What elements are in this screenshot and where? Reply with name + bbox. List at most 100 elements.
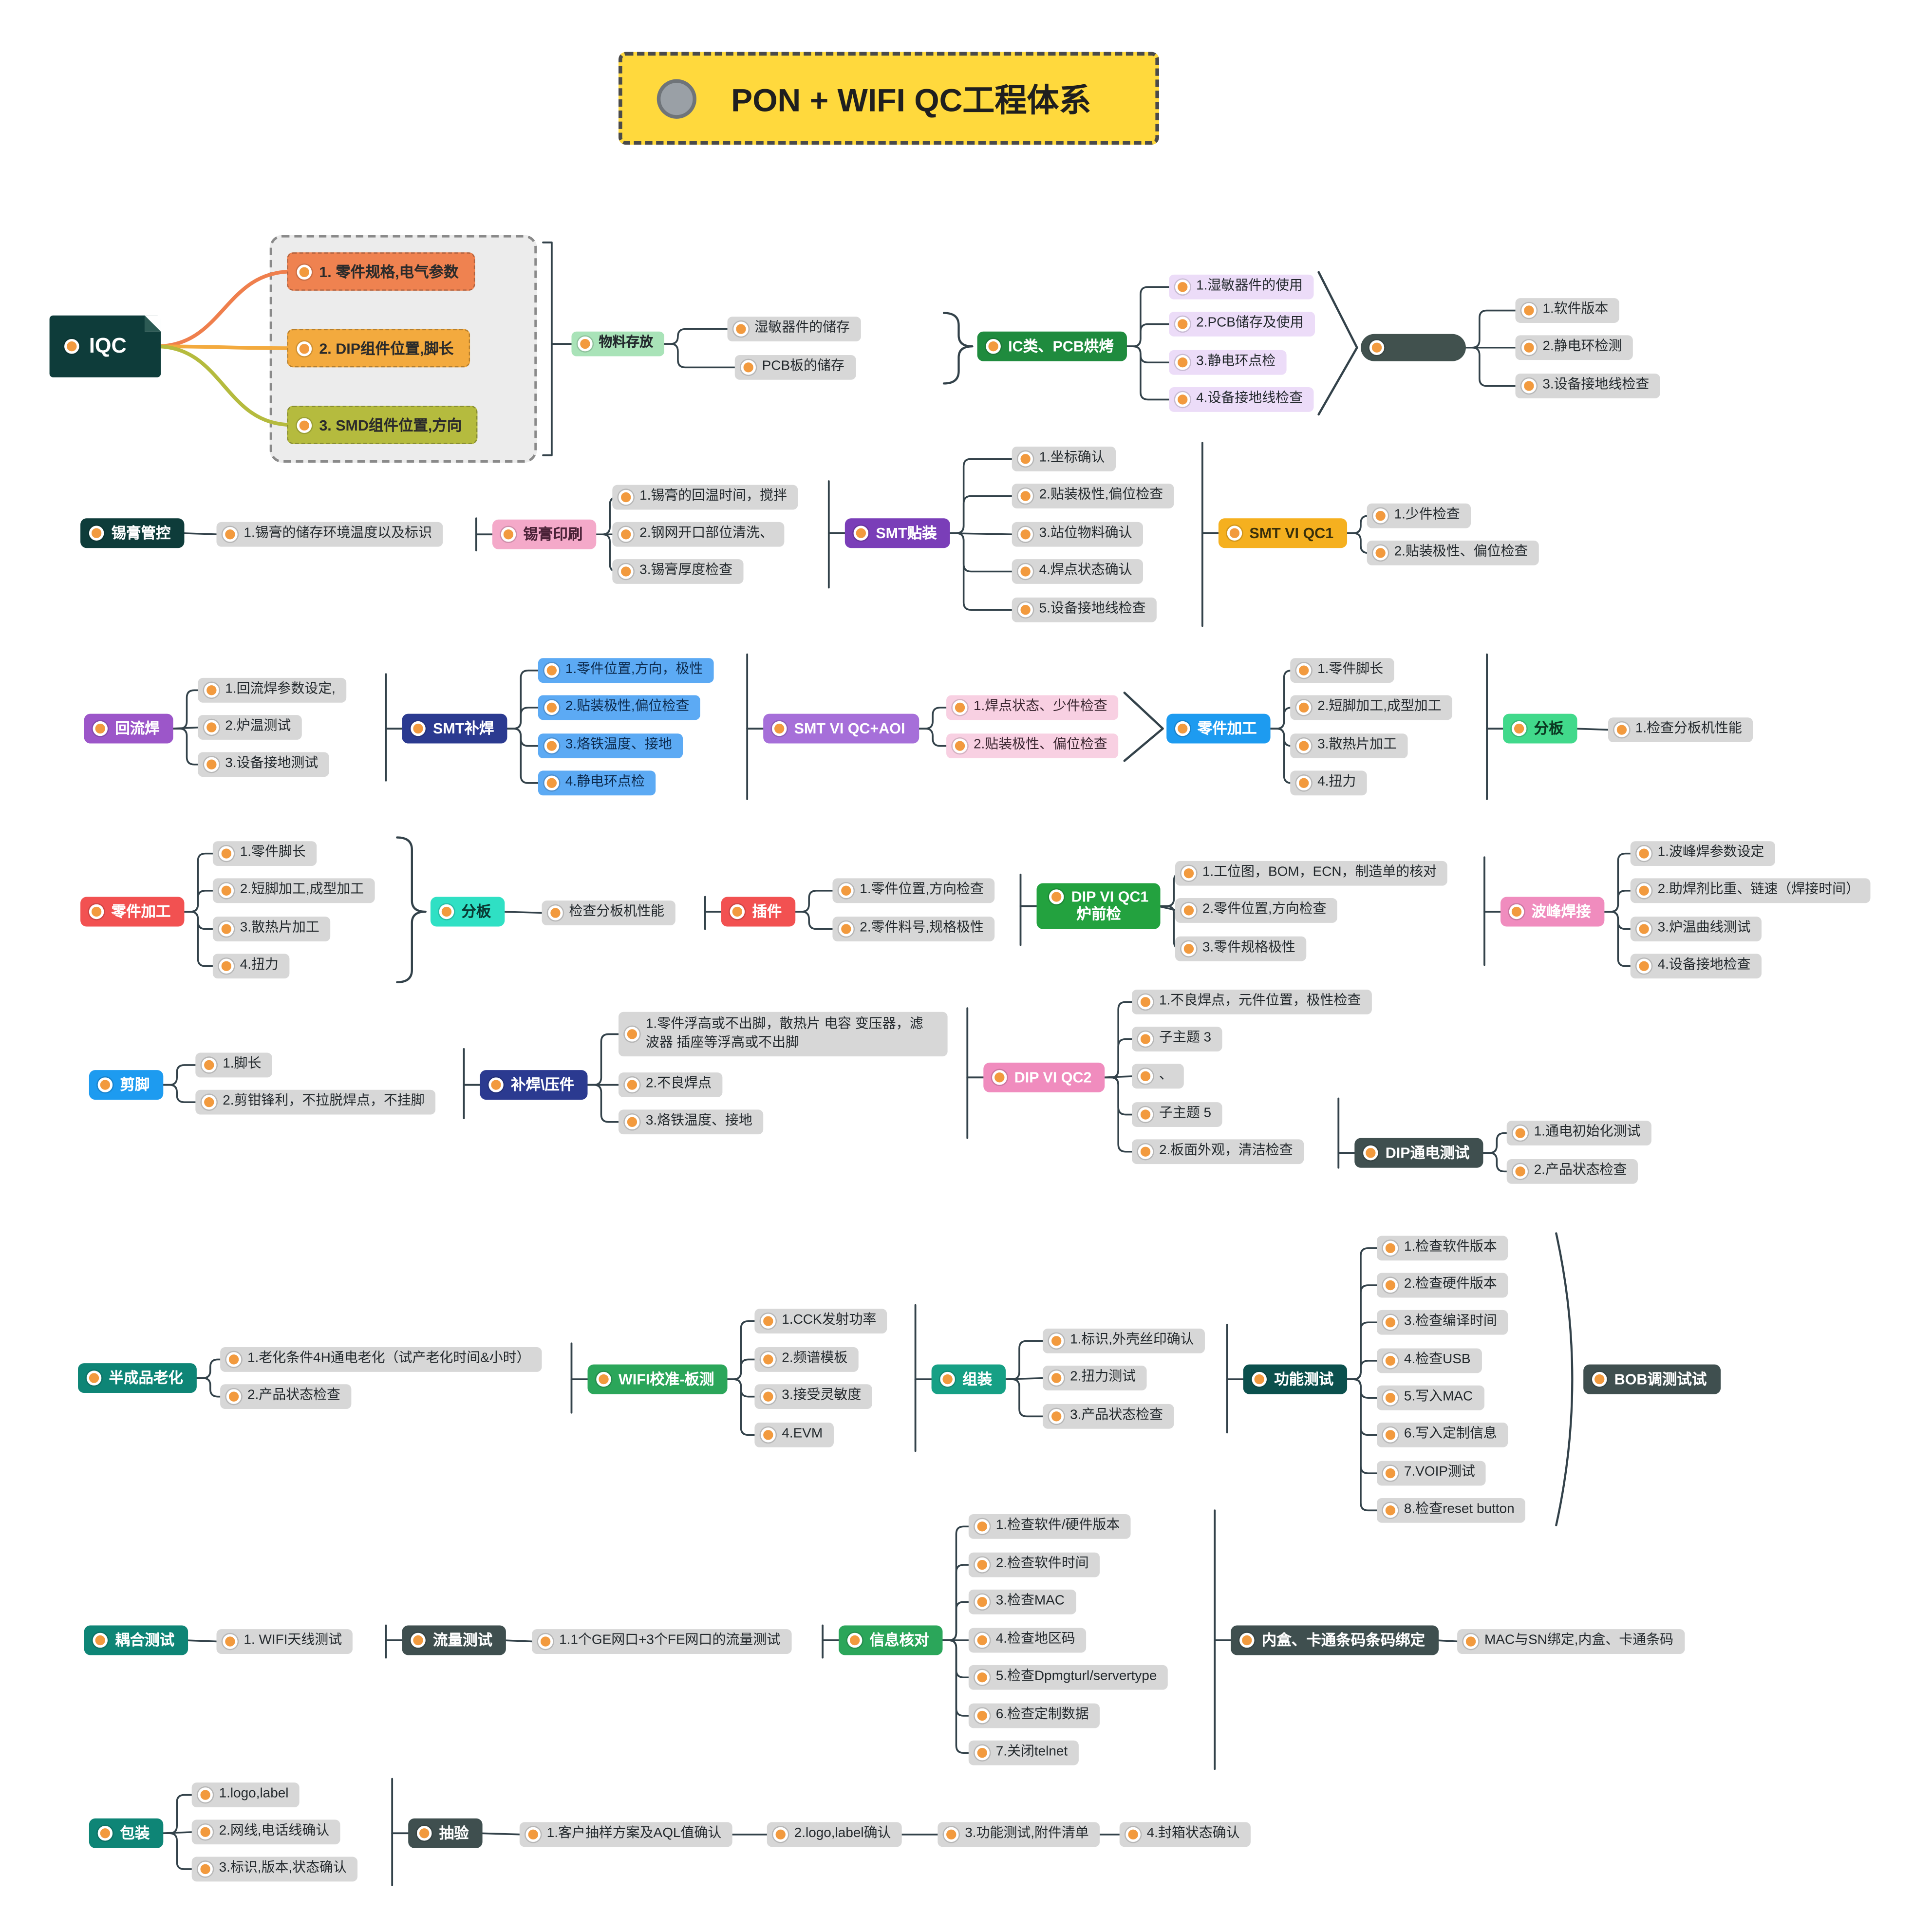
topic-item[interactable]: 3.炉温曲线测试 bbox=[1630, 917, 1762, 941]
topic-item[interactable]: 3.烙铁温度、接地 bbox=[619, 1109, 764, 1134]
topic-item[interactable]: 2.零件料号,规格极性 bbox=[832, 917, 995, 941]
topic-item[interactable]: 4.检查地区码 bbox=[968, 1628, 1087, 1652]
topic-item[interactable]: MAC与SN绑定,内盒、卡通条码 bbox=[1457, 1629, 1685, 1654]
node-assembly[interactable]: 组装 bbox=[931, 1364, 1006, 1395]
topic-item[interactable]: 1.CCK发射功率 bbox=[754, 1309, 888, 1333]
topic-item[interactable]: 1.工位图，BOM，ECN，制造单的核对 bbox=[1175, 861, 1448, 886]
node-smt-vi-qc1[interactable]: SMT VI QC1 bbox=[1218, 518, 1348, 549]
node-parts-processing-2[interactable]: 零件加工 bbox=[80, 897, 185, 927]
topic-item[interactable]: 6.写入定制信息 bbox=[1377, 1423, 1508, 1447]
topic-item[interactable]: 2.贴装极性、偏位检查 bbox=[946, 733, 1119, 758]
topic-item[interactable]: PCB板的储存 bbox=[734, 355, 856, 380]
topic-item[interactable]: 4.封箱状态确认 bbox=[1119, 1822, 1251, 1847]
node-coupling-test[interactable]: 耦合测试 bbox=[84, 1625, 188, 1656]
topic-item[interactable]: 1.零件位置,方向，极性 bbox=[538, 658, 714, 683]
topic-item[interactable]: 4.检查USB bbox=[1377, 1348, 1482, 1373]
node-smt-vi-qc-aoi[interactable]: SMT VI QC+AOI bbox=[763, 713, 919, 744]
topic-item[interactable]: 3.标识,版本,状态确认 bbox=[191, 1857, 358, 1881]
topic-item[interactable]: 2.贴装极性,偏位检查 bbox=[1012, 484, 1175, 508]
node-spec-2[interactable]: 2. DIP组件位置,脚长 bbox=[287, 329, 470, 368]
node-reflow[interactable]: 回流焊 bbox=[84, 713, 173, 744]
topic-item[interactable]: 1.回流焊参数设定, bbox=[198, 677, 347, 703]
topic-item[interactable]: 3.站位物料确认 bbox=[1012, 522, 1144, 547]
topic-item[interactable]: 湿敏器件的储存 bbox=[727, 317, 861, 341]
topic-item[interactable]: 4.EVM bbox=[754, 1423, 834, 1447]
topic-item[interactable]: 检查分板机性能 bbox=[542, 900, 675, 925]
topic-item[interactable]: 1.标识,外壳丝印确认 bbox=[1043, 1328, 1205, 1353]
topic-item[interactable]: 3.产品状态检查 bbox=[1043, 1404, 1174, 1429]
topic-item[interactable]: 2.钢网开口部位清洗、 bbox=[612, 522, 785, 547]
topic-item[interactable]: 7.关闭telnet bbox=[968, 1740, 1079, 1765]
topic-item[interactable]: 2.静电环检测 bbox=[1515, 335, 1633, 360]
topic-item[interactable]: 8.检查reset button bbox=[1377, 1498, 1526, 1523]
topic-item[interactable]: 1.零件脚长 bbox=[1290, 658, 1395, 683]
topic-item[interactable]: 2.板面外观，清洁检查 bbox=[1132, 1139, 1304, 1164]
topic-item[interactable]: 4.设备接地检查 bbox=[1630, 954, 1762, 978]
topic-item[interactable]: 3.零件规格极性 bbox=[1175, 936, 1307, 961]
node-spec-3[interactable]: 3. SMD组件位置,方向 bbox=[287, 406, 478, 444]
node-dip-power-test[interactable]: DIP通电测试 bbox=[1354, 1138, 1483, 1168]
topic-item[interactable]: 1.焊点状态、少件检查 bbox=[946, 695, 1119, 720]
node-rework-press[interactable]: 补焊\压件 bbox=[480, 1070, 588, 1101]
node-packing[interactable]: 包装 bbox=[89, 1818, 164, 1849]
node-bob-test[interactable]: BOB调测试试 bbox=[1583, 1364, 1721, 1395]
node-spec-1[interactable]: 1. 零件规格,电气参数 bbox=[287, 252, 475, 291]
node-smt-rework[interactable]: SMT补焊 bbox=[402, 713, 508, 744]
topic-item[interactable]: 1.检查分板机性能 bbox=[1608, 717, 1753, 742]
topic-item[interactable]: 3.检查编译时间 bbox=[1377, 1310, 1508, 1335]
topic-item[interactable]: 2.频谱模板 bbox=[754, 1347, 859, 1372]
node-solder-paste-print[interactable]: 锡膏印刷 bbox=[492, 519, 597, 550]
topic-item[interactable]: 1.logo,label bbox=[191, 1782, 300, 1807]
topic-item[interactable]: 1.锡膏的储存环境温度以及标识 bbox=[216, 522, 443, 547]
node-solder-paste-control[interactable]: 锡膏管控 bbox=[80, 518, 185, 549]
topic-item[interactable]: 3.设备接地线检查 bbox=[1515, 374, 1661, 398]
node-board-split[interactable]: 分板 bbox=[1503, 713, 1577, 744]
topic-item[interactable]: 5.检查Dpmgturl/servertype bbox=[968, 1665, 1168, 1690]
topic-item[interactable]: 2.炉温测试 bbox=[198, 715, 302, 740]
node-function-test[interactable]: 功能测试 bbox=[1243, 1364, 1348, 1395]
topic-item[interactable]: 1.1个GE网口+3个FE网口的流量测试 bbox=[532, 1629, 792, 1654]
topic-item[interactable]: 4.焊点状态确认 bbox=[1012, 559, 1144, 584]
node-dip-vi-qc2[interactable]: DIP VI QC2 bbox=[983, 1062, 1106, 1093]
topic-item[interactable]: 1.检查软件/硬件版本 bbox=[968, 1514, 1131, 1539]
node-barcode-binding[interactable]: 内盒、卡通条码条码绑定 bbox=[1231, 1625, 1439, 1656]
node-smt-mount[interactable]: SMT贴装 bbox=[844, 518, 951, 549]
topic-item[interactable]: 2.产品状态检查 bbox=[220, 1384, 352, 1409]
topic-item[interactable]: 2.产品状态检查 bbox=[1506, 1159, 1638, 1184]
topic-item[interactable]: 3.烙铁温度、接地 bbox=[538, 733, 683, 758]
topic-item[interactable]: 7.VOIP测试 bbox=[1377, 1461, 1486, 1485]
node-ic-pcb-bake[interactable]: IC类、PCB烘烤 bbox=[977, 331, 1127, 362]
topic-item[interactable]: 4.扭力 bbox=[1290, 770, 1368, 795]
topic-item[interactable]: 1. WIFI天线测试 bbox=[216, 1629, 354, 1654]
topic-item[interactable]: 2.零件位置,方向检查 bbox=[1175, 898, 1338, 923]
topic-item[interactable]: 2.贴装极性、偏位检查 bbox=[1367, 540, 1539, 565]
topic-item[interactable]: 1.客户抽样方案及AQL值确认 bbox=[519, 1822, 733, 1847]
topic-item[interactable]: 2.网线,电话线确认 bbox=[191, 1819, 341, 1844]
topic-item[interactable]: 1.零件浮高或不出脚，散热片 电容 变压器，滤波器 插座等浮高或不出脚 bbox=[619, 1012, 948, 1056]
node-throughput-test[interactable]: 流量测试 bbox=[402, 1625, 506, 1656]
topic-item[interactable]: 子主题 3 bbox=[1132, 1027, 1222, 1051]
topic-item[interactable]: 1.波峰焊参数设定 bbox=[1630, 841, 1776, 866]
node-material-storage[interactable]: 物料存放 bbox=[571, 331, 664, 356]
page-title[interactable]: PON + WIFI QC工程体系 bbox=[619, 52, 1160, 145]
topic-item[interactable]: 2.扭力测试 bbox=[1043, 1366, 1147, 1390]
topic-item[interactable]: 5.写入MAC bbox=[1377, 1385, 1484, 1410]
topic-item[interactable]: 1.软件版本 bbox=[1515, 298, 1620, 323]
topic-item[interactable]: 3.静电环点检 bbox=[1169, 350, 1287, 375]
topic-item[interactable]: 1.脚长 bbox=[195, 1052, 273, 1077]
topic-item[interactable]: 3.锡膏厚度检查 bbox=[612, 559, 744, 584]
topic-item[interactable]: 3.接受灵敏度 bbox=[754, 1384, 873, 1409]
topic-item[interactable]: 2.检查软件时间 bbox=[968, 1552, 1100, 1577]
topic-item[interactable]: 2.贴装极性,偏位检查 bbox=[538, 695, 701, 720]
topic-item[interactable]: 2.短脚加工,成型加工 bbox=[1290, 695, 1453, 720]
node-iqc[interactable]: IQC bbox=[49, 315, 161, 377]
topic-item[interactable]: 3.检查MAC bbox=[968, 1589, 1076, 1614]
node-unnamed[interactable] bbox=[1361, 334, 1466, 361]
topic-item[interactable]: 1.通电初始化测试 bbox=[1506, 1121, 1652, 1145]
node-wave-soldering[interactable]: 波峰焊接 bbox=[1500, 897, 1605, 927]
topic-item[interactable]: 3.散热片加工 bbox=[1290, 733, 1408, 758]
topic-item[interactable]: 2.助焊剂比重、链速（焊接时间） bbox=[1630, 878, 1871, 903]
topic-item[interactable]: 1.锡膏的回温时间，搅拌 bbox=[612, 485, 798, 509]
topic-item[interactable]: 3.功能测试,附件清单 bbox=[938, 1822, 1100, 1847]
topic-item[interactable]: 1.零件位置,方向检查 bbox=[832, 878, 995, 903]
